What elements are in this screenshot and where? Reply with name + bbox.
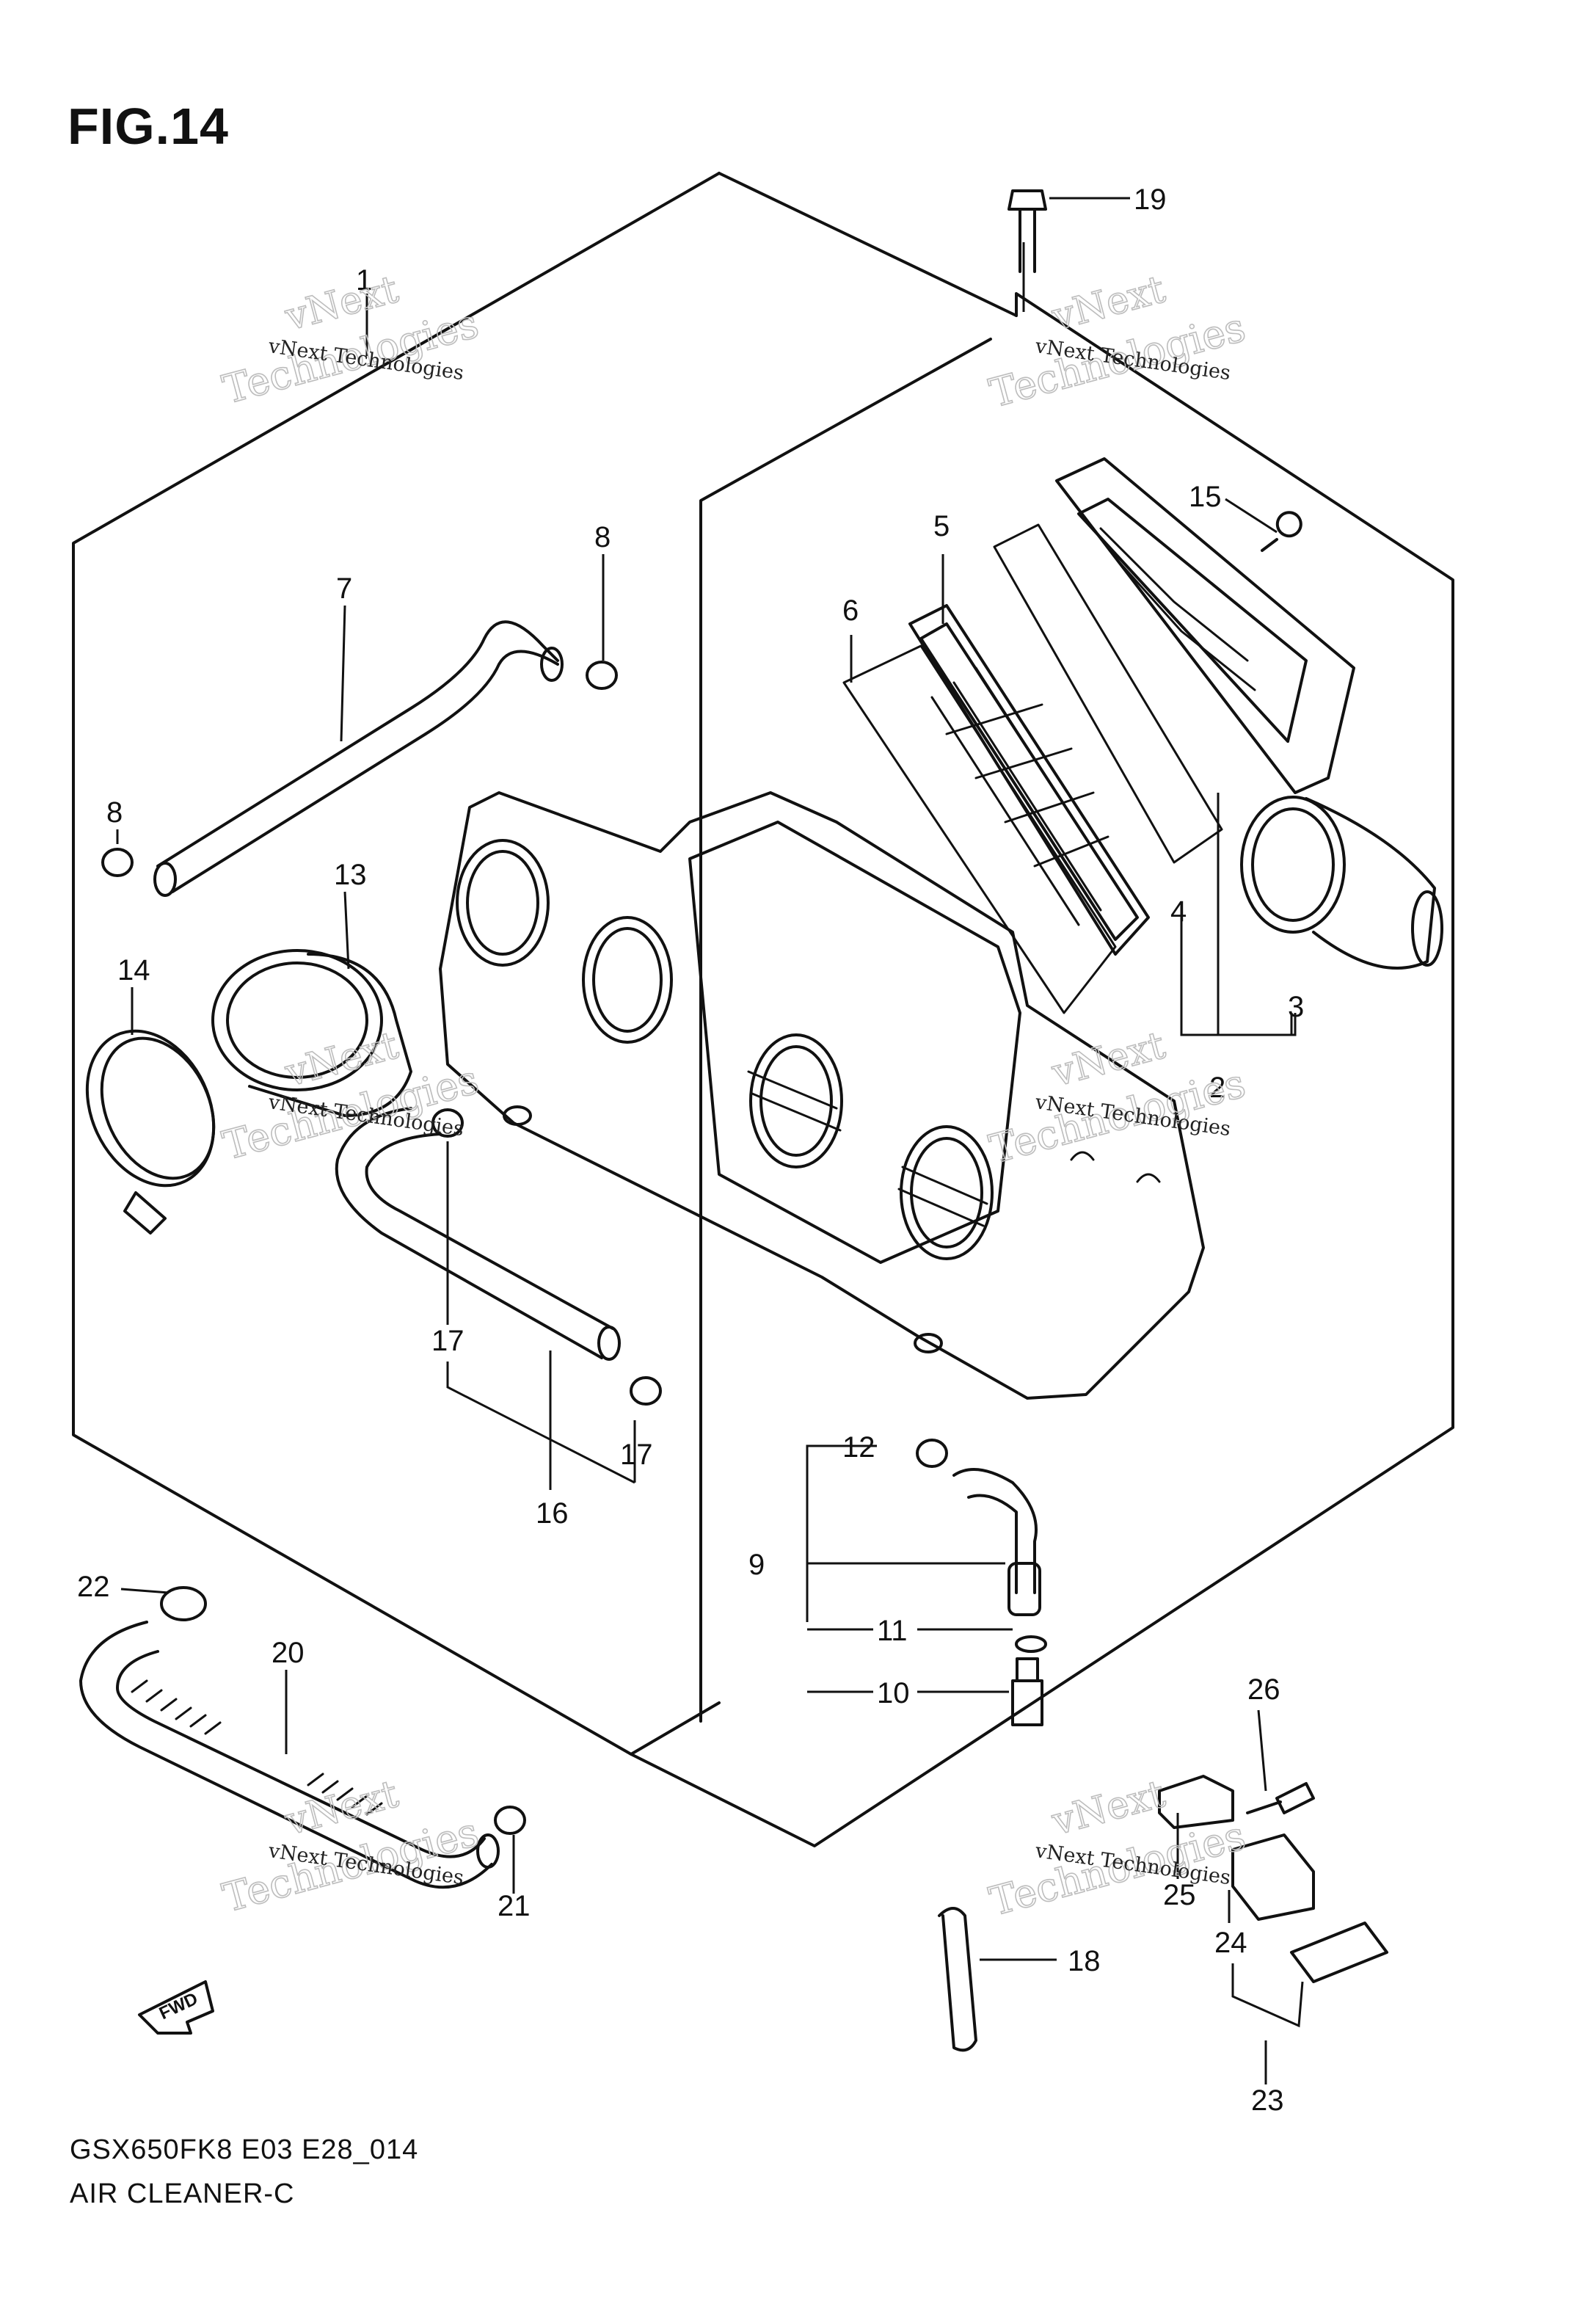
callout-20: 20 bbox=[272, 1637, 305, 1669]
assembly-frame-outer bbox=[72, 172, 721, 1756]
callout-21: 21 bbox=[498, 1890, 531, 1922]
callout-labels: 1 2 3 4 5 6 7 8 8 9 10 11 12 13 14 15 16… bbox=[77, 183, 1304, 2117]
part-23-connector bbox=[1290, 1922, 1388, 1983]
watermark-5: vNext Technologies vNext Technologies bbox=[217, 1771, 484, 1922]
callout-14: 14 bbox=[117, 954, 150, 986]
part-6-seal bbox=[842, 644, 1117, 1014]
callout-17-left: 17 bbox=[431, 1325, 464, 1357]
part-2-cover bbox=[1055, 457, 1355, 794]
callout-4: 4 bbox=[1170, 895, 1187, 928]
callout-22: 22 bbox=[77, 1571, 110, 1603]
callout-11: 11 bbox=[877, 1615, 908, 1647]
callout-25: 25 bbox=[1163, 1879, 1196, 1911]
callout-3: 3 bbox=[1288, 991, 1304, 1023]
watermark-3: vNext Technologies vNext Technologies bbox=[217, 1022, 484, 1169]
part-18-strap bbox=[938, 1907, 977, 2052]
model-code: GSX650FK8 E03 E28_014 bbox=[70, 2134, 419, 2165]
callout-6: 6 bbox=[842, 595, 859, 627]
callout-19: 19 bbox=[1134, 183, 1167, 216]
part-9-drain-hose bbox=[952, 1468, 1041, 1616]
part-15-screw bbox=[1261, 511, 1302, 552]
callout-26: 26 bbox=[1247, 1673, 1280, 1706]
part-4-seal bbox=[993, 523, 1223, 864]
callout-1: 1 bbox=[356, 264, 372, 297]
part-7-hose bbox=[153, 620, 564, 897]
part-1-air-cleaner-housing bbox=[439, 791, 1205, 1400]
callout-9: 9 bbox=[748, 1549, 765, 1581]
leader-lines bbox=[116, 197, 1304, 2084]
part-19-bolt bbox=[1007, 189, 1047, 273]
callout-12: 12 bbox=[842, 1431, 875, 1464]
callout-23: 23 bbox=[1251, 2084, 1284, 2117]
watermark-6: vNext Technologies vNext Technologies bbox=[984, 1771, 1250, 1925]
part-13-intake-boot bbox=[211, 949, 412, 1117]
part-26-bolt bbox=[1246, 1782, 1315, 1814]
part-10-plug bbox=[1011, 1657, 1043, 1726]
fwd-arrow-icon: FWD bbox=[138, 1980, 214, 2035]
svg-text:vNext: vNext bbox=[1047, 1772, 1170, 1844]
assembly-frame-outer-right bbox=[630, 292, 1454, 1847]
callout-8-top: 8 bbox=[594, 521, 611, 553]
watermark-4: vNext Technologies vNext Technologies bbox=[984, 1022, 1250, 1173]
diagram-name: AIR CLEANER-C bbox=[70, 2178, 295, 2209]
part-25-bracket bbox=[1158, 1775, 1234, 1829]
figure-title: FIG.14 bbox=[68, 98, 229, 155]
part-14-clamp-band bbox=[85, 1029, 216, 1235]
callout-7: 7 bbox=[336, 572, 352, 605]
callout-24: 24 bbox=[1214, 1927, 1247, 1959]
callout-10: 10 bbox=[877, 1677, 910, 1709]
part-5-element bbox=[908, 604, 1150, 956]
assembly-frame-inner bbox=[699, 338, 992, 1723]
callout-13: 13 bbox=[334, 859, 367, 891]
callout-2: 2 bbox=[1209, 1072, 1225, 1104]
callout-15: 15 bbox=[1189, 481, 1222, 513]
callout-17-right: 17 bbox=[620, 1439, 653, 1471]
callout-18: 18 bbox=[1068, 1945, 1101, 1977]
callout-16: 16 bbox=[536, 1497, 569, 1530]
callout-8-left: 8 bbox=[106, 796, 123, 829]
part-20-hose bbox=[79, 1621, 500, 1889]
clamps bbox=[101, 661, 1047, 1835]
callout-5: 5 bbox=[933, 510, 950, 542]
part-3-duct bbox=[1240, 796, 1443, 970]
part-16-hose bbox=[335, 1107, 621, 1361]
part-24-relay bbox=[1231, 1833, 1315, 1921]
watermark-1: vNext Technologies vNext Technologies bbox=[217, 266, 484, 413]
